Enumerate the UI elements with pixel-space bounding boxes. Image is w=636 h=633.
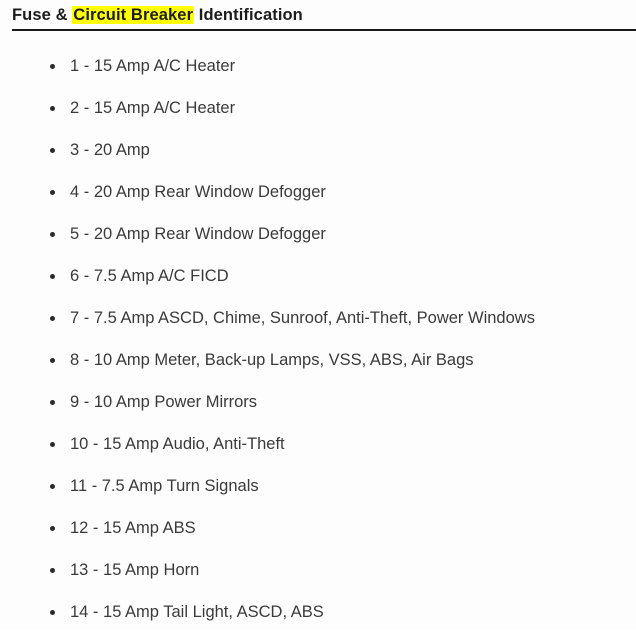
list-item: 13 - 15 Amp Horn — [0, 549, 636, 591]
list-item: 7 - 7.5 Amp ASCD, Chime, Sunroof, Anti-T… — [0, 297, 636, 339]
page-title-prefix: Fuse & — [12, 6, 73, 24]
list-item-label: 8 - 10 Amp Meter, Back-up Lamps, VSS, AB… — [70, 351, 474, 369]
list-item: 4 - 20 Amp Rear Window Defogger — [0, 171, 636, 213]
fuse-identification-list: 1 - 15 Amp A/C Heater 2 - 15 Amp A/C Hea… — [0, 45, 636, 633]
list-item-label: 1 - 15 Amp A/C Heater — [70, 57, 236, 75]
list-item-label: 9 - 10 Amp Power Mirrors — [70, 393, 258, 411]
list-item-label: 12 - 15 Amp ABS — [70, 519, 196, 537]
list-item: 14 - 15 Amp Tail Light, ASCD, ABS — [0, 591, 636, 633]
list-item-label: 13 - 15 Amp Horn — [70, 561, 200, 579]
list-item: 8 - 10 Amp Meter, Back-up Lamps, VSS, AB… — [0, 339, 636, 381]
list-item-label: 6 - 7.5 Amp A/C FICD — [70, 267, 229, 285]
list-item-label: 10 - 15 Amp Audio, Anti-Theft — [70, 435, 285, 453]
list-item: 5 - 20 Amp Rear Window Defogger — [0, 213, 636, 255]
list-item: 1 - 15 Amp A/C Heater — [0, 45, 636, 87]
list-item: 9 - 10 Amp Power Mirrors — [0, 381, 636, 423]
list-item: 6 - 7.5 Amp A/C FICD — [0, 255, 636, 297]
list-item-label: 5 - 20 Amp Rear Window Defogger — [70, 225, 326, 243]
list-item: 3 - 20 Amp — [0, 129, 636, 171]
list-item: 11 - 7.5 Amp Turn Signals — [0, 465, 636, 507]
list-item-label: 14 - 15 Amp Tail Light, ASCD, ABS — [70, 603, 324, 621]
list-item-label: 2 - 15 Amp A/C Heater — [70, 99, 236, 117]
list-item-label: 4 - 20 Amp Rear Window Defogger — [70, 183, 326, 201]
list-item-label: 11 - 7.5 Amp Turn Signals — [70, 477, 259, 495]
heading-block: Fuse & Circuit Breaker Identification — [0, 0, 636, 26]
list-item: 2 - 15 Amp A/C Heater — [0, 87, 636, 129]
heading-divider — [12, 29, 636, 31]
list-item-label: 7 - 7.5 Amp ASCD, Chime, Sunroof, Anti-T… — [70, 309, 535, 327]
page-title: Fuse & Circuit Breaker Identification — [12, 4, 636, 26]
page-title-highlight: Circuit Breaker — [72, 6, 195, 24]
list-item-label: 3 - 20 Amp — [70, 141, 150, 159]
list-item: 10 - 15 Amp Audio, Anti-Theft — [0, 423, 636, 465]
list-item: 12 - 15 Amp ABS — [0, 507, 636, 549]
page-title-suffix: Identification — [194, 6, 303, 24]
